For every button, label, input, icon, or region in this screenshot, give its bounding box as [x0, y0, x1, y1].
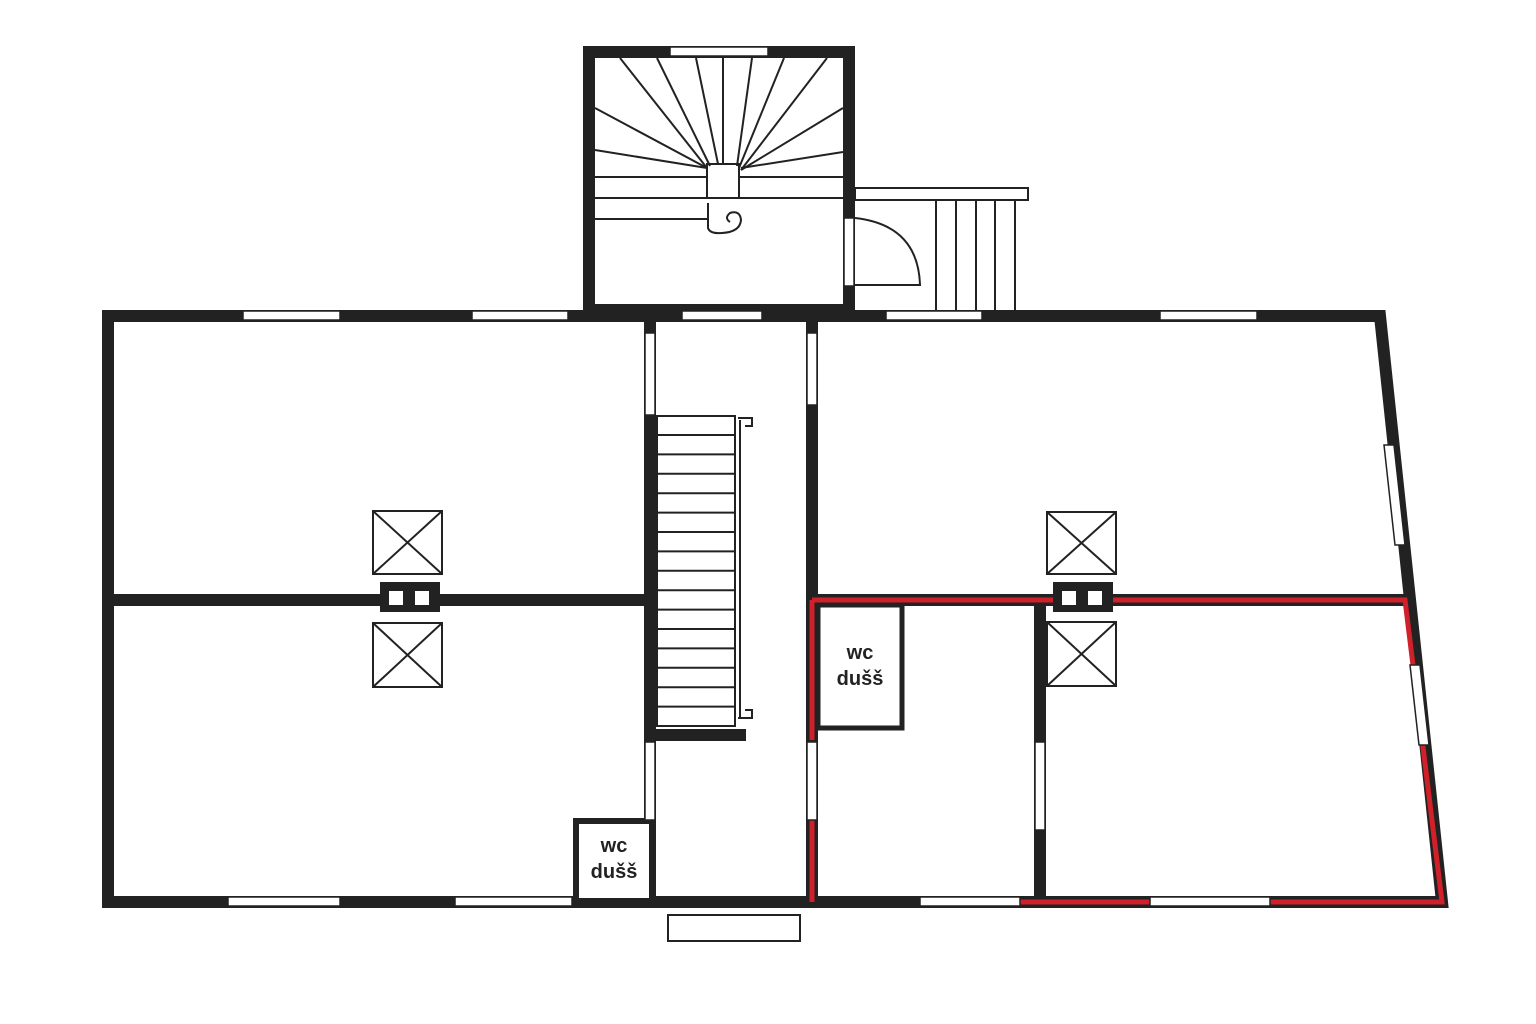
- wc-right-box: [815, 602, 905, 731]
- highlighted-area-outline: [812, 597, 1445, 905]
- shower-label: dušš: [590, 861, 638, 883]
- wc-shower-label-right: wc dušš: [818, 640, 902, 692]
- wc-shower-label-left: wc dušš: [576, 833, 652, 885]
- outer-walls: [102, 310, 1449, 908]
- chimneys: [372, 510, 1117, 688]
- exterior-stairs: [667, 187, 1029, 942]
- spiral-stair: [594, 57, 844, 235]
- wc-label: wc: [600, 835, 628, 857]
- wc-label: wc: [846, 642, 874, 664]
- shower-label: dušš: [836, 668, 884, 690]
- stair-tower-walls: [583, 46, 855, 316]
- windows: [227, 46, 1430, 907]
- wc-left-box: [573, 818, 655, 904]
- door-swing: [854, 217, 922, 286]
- corridor-stairs: [656, 415, 753, 727]
